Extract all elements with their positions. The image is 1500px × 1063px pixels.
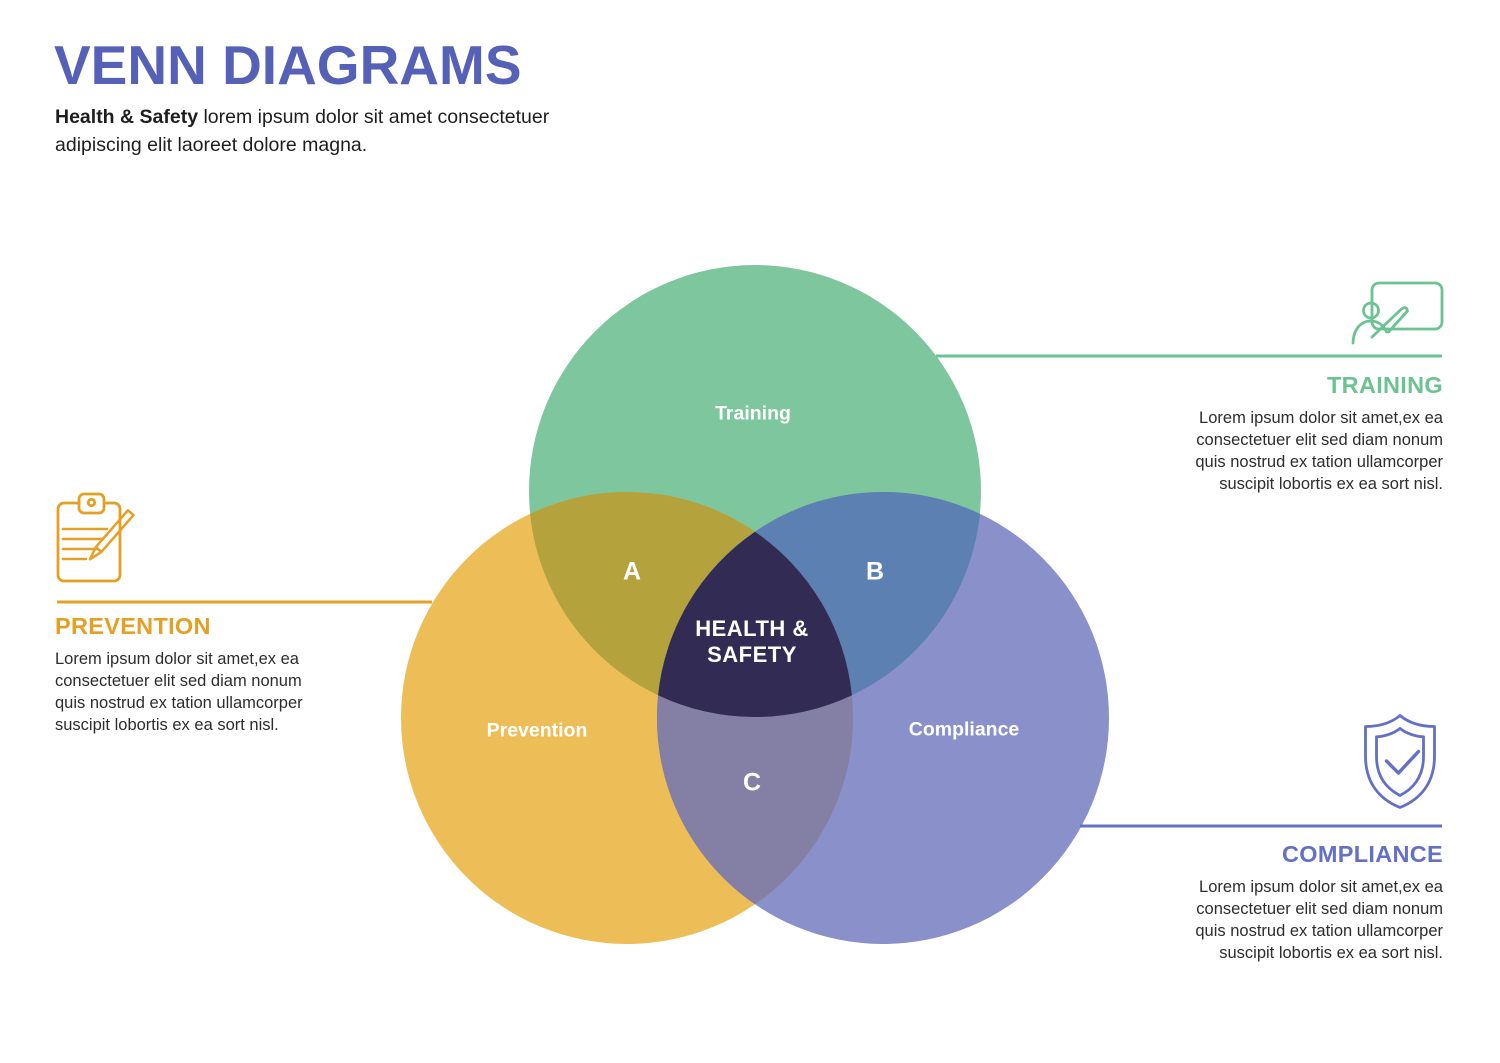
center-label: HEALTH & SAFETY	[695, 616, 809, 668]
subtitle-text: lorem ipsum dolor sit amet consectetuer …	[55, 106, 550, 156]
prevention-section: PREVENTION Lorem ipsum dolor sit amet,ex…	[55, 612, 365, 736]
trainer-arm-pointer	[1370, 306, 1409, 339]
compliance-circle-label: Compliance	[908, 718, 1020, 741]
body-line: Lorem ipsum dolor sit amet,ex ea	[55, 650, 299, 668]
clipboard-clip	[77, 492, 106, 515]
body-line: consectetuer elit sed diam nonum	[55, 672, 302, 690]
intersection-b-label: B	[865, 557, 885, 586]
clipboard-text-lines	[61, 527, 109, 561]
shield-check-icon	[1364, 714, 1436, 809]
prevention-heading: PREVENTION	[55, 613, 211, 639]
page-title: VENN DIAGRAMS	[54, 34, 522, 96]
body-line: consectetuer elit sed diam nonum	[1196, 431, 1443, 449]
body-line: consectetuer elit sed diam nonum	[1196, 900, 1443, 918]
shield-checkmark	[1384, 749, 1421, 775]
body-line: quis nostrud ex tation ullamcorper	[1195, 922, 1443, 940]
venn-circles	[401, 265, 1109, 944]
training-circle-label: Training	[715, 402, 791, 425]
training-section: TRAINING Lorem ipsum dolor sit amet,ex e…	[1133, 371, 1443, 495]
body-line: quis nostrud ex tation ullamcorper	[1195, 453, 1443, 471]
body-line: Lorem ipsum dolor sit amet,ex ea	[1199, 878, 1443, 896]
whiteboard	[1370, 281, 1444, 331]
prevention-circle-label: Prevention	[486, 719, 588, 742]
subtitle-keyword: Health & Safety	[55, 106, 199, 128]
prevention-body: Lorem ipsum dolor sit amet,ex ea consect…	[55, 648, 365, 736]
shield-outer	[1364, 714, 1436, 809]
center-label-line1: HEALTH &	[695, 616, 809, 641]
body-line: quis nostrud ex tation ullamcorper	[55, 694, 303, 712]
presentation-trainer-icon	[1351, 281, 1444, 345]
trainer-head	[1362, 301, 1380, 320]
center-label-line2: SAFETY	[707, 642, 797, 667]
page-subtitle: Health & Safety lorem ipsum dolor sit am…	[55, 103, 625, 159]
trainer-body	[1351, 319, 1388, 345]
shield-inner	[1375, 727, 1425, 797]
body-line: Lorem ipsum dolor sit amet,ex ea	[1199, 409, 1443, 427]
body-line: suscipit lobortis ex ea sort nisl.	[55, 716, 279, 734]
compliance-heading: COMPLIANCE	[1282, 841, 1443, 867]
clipboard-pencil-icon	[56, 492, 135, 583]
pencil	[88, 509, 135, 561]
body-line: suscipit lobortis ex ea sort nisl.	[1219, 944, 1443, 962]
body-line: suscipit lobortis ex ea sort nisl.	[1219, 475, 1443, 493]
training-body: Lorem ipsum dolor sit amet,ex ea consect…	[1133, 407, 1443, 495]
compliance-section: COMPLIANCE Lorem ipsum dolor sit amet,ex…	[1133, 840, 1443, 964]
intersection-a-label: A	[622, 557, 642, 586]
clipboard-clip-hole	[86, 497, 97, 508]
training-heading: TRAINING	[1327, 372, 1443, 398]
intersection-c-label: C	[742, 768, 762, 797]
center-region	[658, 531, 852, 718]
compliance-body: Lorem ipsum dolor sit amet,ex ea consect…	[1133, 876, 1443, 964]
